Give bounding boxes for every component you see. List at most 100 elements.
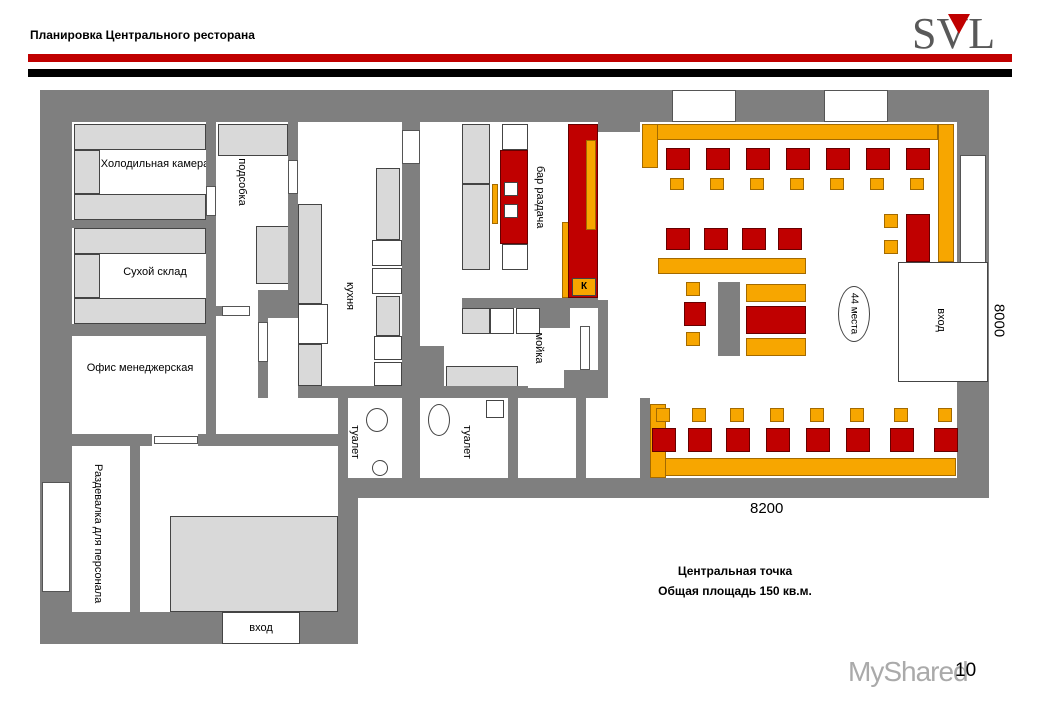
seats-label: 44 места bbox=[848, 292, 860, 335]
dry-store-label: Сухой склад bbox=[123, 266, 187, 278]
sink-icon bbox=[486, 400, 504, 418]
table bbox=[778, 228, 802, 250]
wall-inner bbox=[72, 434, 152, 446]
bar-counter bbox=[500, 150, 528, 244]
wall-inner bbox=[206, 216, 216, 446]
main-entrance-label: вход bbox=[935, 308, 947, 332]
main-entrance bbox=[898, 262, 988, 382]
chair bbox=[670, 178, 684, 190]
chair bbox=[692, 408, 706, 422]
shelf bbox=[74, 298, 206, 324]
chair bbox=[870, 178, 884, 190]
wall-inner bbox=[258, 290, 298, 318]
shelf bbox=[74, 254, 100, 298]
table bbox=[866, 148, 890, 170]
chair bbox=[850, 408, 864, 422]
caption-line2: Общая площадь 150 кв.м. bbox=[658, 584, 812, 598]
bar-unit bbox=[504, 204, 518, 218]
table bbox=[846, 428, 870, 452]
shelf bbox=[74, 228, 206, 254]
table bbox=[742, 228, 766, 250]
staff-area-fixture bbox=[170, 516, 338, 612]
bar-unit bbox=[504, 182, 518, 196]
sink-icon bbox=[516, 308, 540, 334]
toilet-1-label: туалет bbox=[349, 425, 361, 459]
wall-inner bbox=[576, 398, 586, 478]
chair bbox=[830, 178, 844, 190]
bar-shelf bbox=[492, 184, 498, 224]
header-red-stripe bbox=[28, 54, 1012, 62]
bar-unit bbox=[502, 244, 528, 270]
wall-bottom-left bbox=[40, 612, 358, 644]
table bbox=[706, 148, 730, 170]
wall-inner bbox=[402, 346, 444, 386]
page-number: 10 bbox=[955, 660, 977, 681]
seats-badge bbox=[838, 286, 870, 342]
table bbox=[826, 148, 850, 170]
chair bbox=[938, 408, 952, 422]
wall-bottom-right bbox=[356, 478, 989, 498]
wall-step bbox=[338, 478, 358, 644]
cold-room-label: Холодильная камера bbox=[100, 158, 210, 170]
bar-shelf bbox=[586, 140, 596, 230]
kitchen-unit bbox=[372, 240, 402, 266]
wash-label: мойка bbox=[533, 332, 545, 364]
table bbox=[786, 148, 810, 170]
bar-fixture bbox=[462, 124, 490, 184]
chair bbox=[686, 332, 700, 346]
window bbox=[42, 482, 70, 592]
door bbox=[154, 436, 198, 444]
table bbox=[684, 302, 706, 326]
wall-inner bbox=[508, 398, 518, 478]
chair bbox=[894, 408, 908, 422]
table bbox=[890, 428, 914, 452]
kitchen-counter bbox=[298, 344, 322, 386]
shelf bbox=[74, 124, 206, 150]
toilet-bowl bbox=[428, 404, 450, 436]
table bbox=[726, 428, 750, 452]
window bbox=[824, 90, 888, 122]
locker-label: Раздевалка для персонала bbox=[92, 464, 104, 604]
wall-inner bbox=[462, 298, 598, 308]
bar-label: бар раздача bbox=[534, 166, 546, 229]
bar-unit bbox=[502, 124, 528, 150]
chair bbox=[884, 214, 898, 228]
kitchen-label: кухня bbox=[344, 282, 356, 310]
shelf bbox=[74, 150, 100, 194]
wall-inner bbox=[540, 308, 570, 328]
wall-inner bbox=[216, 306, 226, 316]
wall-inner bbox=[198, 434, 338, 446]
table bbox=[746, 306, 806, 334]
wall-inner bbox=[402, 398, 420, 478]
staff-entrance: вход bbox=[222, 612, 300, 644]
sink-icon bbox=[374, 336, 402, 360]
height-dimension: 8000 bbox=[990, 303, 1008, 338]
sink-icon bbox=[490, 308, 514, 334]
shelf bbox=[74, 194, 206, 220]
bench bbox=[938, 124, 954, 262]
table bbox=[906, 214, 930, 262]
wall-inner bbox=[338, 398, 348, 478]
wall-inner bbox=[640, 398, 650, 478]
window bbox=[672, 90, 736, 122]
toilet-bowl bbox=[366, 408, 388, 432]
chair bbox=[910, 178, 924, 190]
chair bbox=[884, 240, 898, 254]
door bbox=[402, 130, 420, 164]
cashier: К bbox=[572, 278, 596, 296]
page-title: Планировка Центрального ресторана bbox=[30, 28, 255, 42]
bench bbox=[650, 458, 956, 476]
wall-inner bbox=[718, 282, 740, 356]
table bbox=[746, 148, 770, 170]
table bbox=[934, 428, 958, 452]
svl-logo: SVL bbox=[912, 9, 995, 52]
bar-fixture bbox=[462, 184, 490, 270]
door bbox=[222, 306, 250, 316]
sink-basin bbox=[372, 460, 388, 476]
table bbox=[666, 148, 690, 170]
door bbox=[258, 322, 268, 362]
chair bbox=[686, 282, 700, 296]
wall-inner bbox=[72, 220, 208, 228]
wall-inner bbox=[518, 388, 598, 398]
chair bbox=[790, 178, 804, 190]
